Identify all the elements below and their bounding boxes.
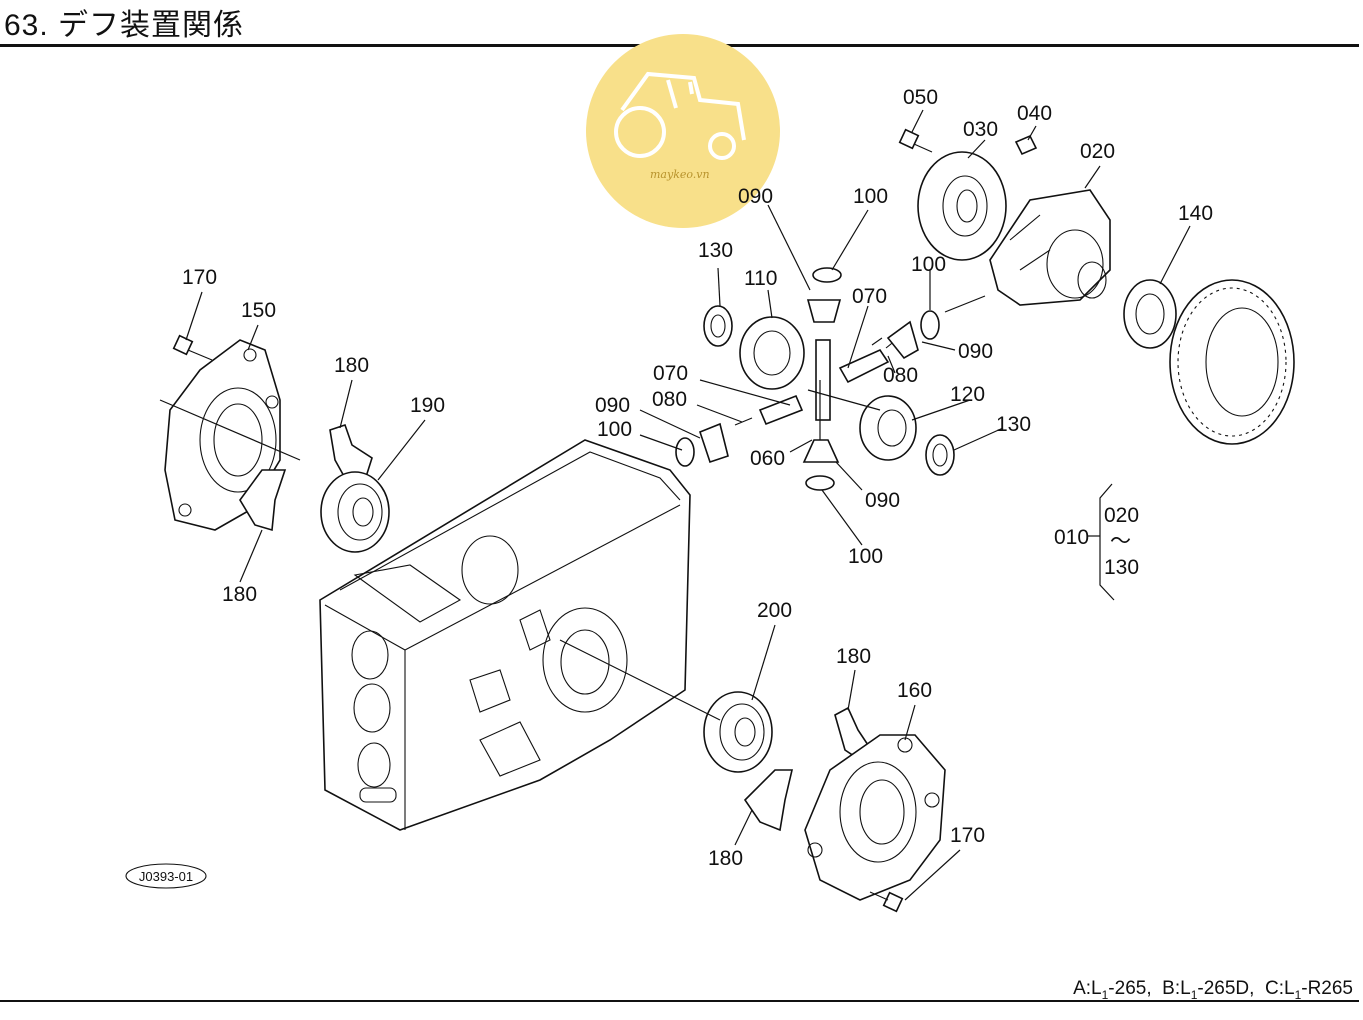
cross-shaft-060 xyxy=(815,339,831,421)
case-cover-030 xyxy=(917,151,1007,261)
bolt-170-right xyxy=(869,891,904,913)
callout-110: 110 xyxy=(744,267,777,290)
model-c: C:L1-R265 xyxy=(1264,978,1353,1002)
callout-170-right: 170 xyxy=(950,824,985,847)
callout-080-left: 080 xyxy=(652,388,687,411)
drawing-code: J0393-01 xyxy=(139,869,193,884)
page-title: 63. デフ装置関係 xyxy=(4,9,245,42)
callout-160: 160 xyxy=(897,679,932,702)
callout-200: 200 xyxy=(757,599,792,622)
callout-050: 050 xyxy=(903,86,938,109)
callout-100-left: 100 xyxy=(597,418,632,441)
assembly-from-label: 020 xyxy=(1104,504,1139,527)
pin-040 xyxy=(1014,134,1038,156)
thrust-washer-130-upper xyxy=(703,305,733,347)
thrust-washer-130-lower xyxy=(925,434,955,476)
callout-040: 040 xyxy=(1017,102,1052,125)
callout-190: 190 xyxy=(410,394,445,417)
pin-080-left xyxy=(734,417,753,426)
pinion-gear-090-bottom xyxy=(802,439,840,463)
model-applicability: A:L1-265, B:L1-265D, C:L1-R265 xyxy=(1073,978,1353,1002)
ring-gear xyxy=(1169,279,1295,445)
assembly-to-label: 130 xyxy=(1104,556,1139,579)
callout-070-left: 070 xyxy=(653,362,688,385)
callout-150: 150 xyxy=(241,299,276,322)
assembly-range-bracket xyxy=(1088,483,1115,601)
bearing-140 xyxy=(1123,279,1177,349)
bearing-190 xyxy=(320,471,390,553)
callout-180-upper-left: 180 xyxy=(334,354,369,377)
washer-100-top xyxy=(812,267,842,283)
footer-rule xyxy=(0,1000,1359,1002)
assembly-parent-label: 010 xyxy=(1054,526,1089,549)
callout-100-right: 100 xyxy=(911,253,946,276)
pinion-gear-090-right xyxy=(886,320,919,360)
shim-180-lower-right xyxy=(743,769,794,832)
washer-100-right xyxy=(920,310,940,340)
pinion-shaft-070-left xyxy=(758,394,804,426)
callout-120: 120 xyxy=(950,383,985,406)
callout-090-bottom: 090 xyxy=(865,489,900,512)
shim-180-lower-left xyxy=(239,469,287,532)
washer-100-left xyxy=(675,437,695,467)
bearing-200 xyxy=(703,691,773,773)
callout-100-top: 100 xyxy=(853,185,888,208)
callout-labels: 050 030 040 020 090 100 140 130 110 070 … xyxy=(182,86,1213,870)
callout-090-right: 090 xyxy=(958,340,993,363)
assembly-tilde: 〜 xyxy=(1110,530,1131,553)
callout-030: 030 xyxy=(963,118,998,141)
callout-090-left: 090 xyxy=(595,394,630,417)
tractor-icon xyxy=(614,71,746,160)
callout-170-left: 170 xyxy=(182,266,217,289)
callout-070-right: 070 xyxy=(852,285,887,308)
callout-180-lower-right: 180 xyxy=(708,847,743,870)
leader-lines xyxy=(159,109,1191,901)
callout-080-right: 080 xyxy=(883,364,918,387)
pinion-gear-090-top xyxy=(806,299,842,323)
shim-180-upper-left xyxy=(329,423,373,481)
callout-090-top: 090 xyxy=(738,185,773,208)
side-gear-120 xyxy=(859,395,917,461)
pinion-gear-090-left xyxy=(699,422,729,464)
watermark: maykeo.vn xyxy=(586,34,780,228)
watermark-disc xyxy=(586,34,780,228)
bolt-170-left xyxy=(172,334,213,361)
callout-180-lower-left: 180 xyxy=(222,583,257,606)
callout-180-upper-right: 180 xyxy=(836,645,871,668)
callout-140: 140 xyxy=(1178,202,1213,225)
side-gear-110 xyxy=(739,316,805,390)
callout-130-lower: 130 xyxy=(996,413,1031,436)
callout-060: 060 xyxy=(750,447,785,470)
differential-case-020 xyxy=(989,189,1111,306)
transmission-case xyxy=(319,439,691,831)
drawing-code-frame xyxy=(125,863,207,889)
callout-130-upper: 130 xyxy=(698,239,733,262)
model-a: A:L1-265 xyxy=(1073,978,1147,1002)
model-b: B:L1-265D xyxy=(1162,978,1250,1002)
pinion-shaft-070-right xyxy=(838,348,890,384)
callout-020: 020 xyxy=(1080,140,1115,163)
bearing-cover-160 xyxy=(804,734,946,901)
washer-100-bottom xyxy=(805,475,835,491)
callout-100-bottom: 100 xyxy=(848,545,883,568)
bolt-050 xyxy=(898,128,933,153)
bearing-cover-150 xyxy=(164,339,281,531)
watermark-text: maykeo.vn xyxy=(650,168,710,181)
